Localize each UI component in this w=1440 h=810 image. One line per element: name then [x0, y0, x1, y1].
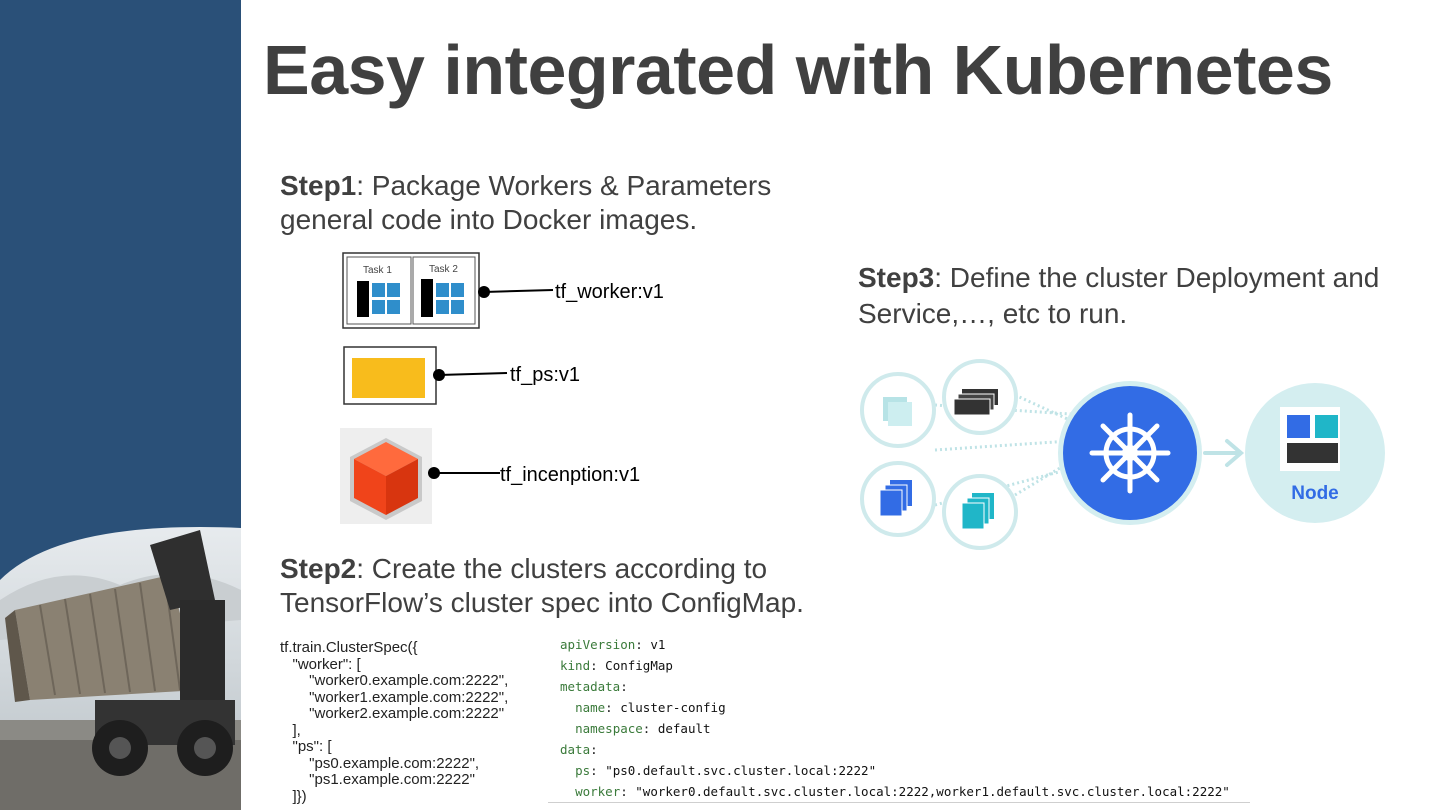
step2-label: Step2: [280, 553, 357, 584]
step3-description: : Define the cluster Deployment and Serv…: [858, 262, 1380, 329]
yaml-line: ps: "ps0.default.svc.cluster.local:2222": [575, 763, 877, 778]
worker-image-label: tf_worker:v1: [555, 281, 664, 303]
step1-description: : Package Workers & Parameters general c…: [280, 170, 772, 235]
yaml-line: data:: [560, 742, 598, 757]
divider: [548, 802, 1250, 803]
task1-label: Task 1: [363, 265, 392, 276]
step3-text: Step3: Define the cluster Deployment and…: [858, 260, 1418, 332]
step1-label: Step1: [280, 170, 357, 201]
code-line: tf.train.ClusterSpec({: [280, 639, 418, 656]
container-loader-photo: [0, 527, 241, 810]
step1-text: Step1: Package Workers & Parameters gene…: [280, 169, 840, 237]
yaml-line: apiVersion: v1: [560, 637, 666, 652]
inception-image-label: tf_incenption:v1: [500, 464, 640, 486]
code-line: ]}): [280, 787, 307, 805]
task1-box: [346, 256, 412, 325]
code-line: "worker2.example.com:2222": [280, 705, 505, 722]
code-line: "ps0.example.com:2222",: [280, 754, 480, 772]
task2-label: Task 2: [429, 264, 458, 275]
ps-image-label: tf_ps:v1: [510, 364, 580, 386]
cluster-spec-code: tf.train.ClusterSpec({ "worker": [ "work…: [280, 639, 509, 805]
code-line: "worker0.example.com:2222",: [280, 672, 509, 689]
task2-box: [412, 256, 476, 325]
code-line: "ps": [: [280, 738, 332, 755]
yaml-line: namespace: default: [575, 721, 711, 736]
step2-description: : Create the clusters according to Tenso…: [280, 553, 804, 618]
node-label: Node: [1291, 483, 1339, 504]
docker-images-diagram: Task 1 Task 2 tf_worker:v1 tf_ps:v1 tf_i…: [340, 252, 664, 524]
configmap-yaml: apiVersion: v1 kind: ConfigMap metadata: n…: [560, 634, 1230, 802]
slide-title: Easy integrated with Kubernetes: [263, 31, 1333, 109]
yaml-line: worker: "worker0.default.svc.cluster.loc…: [575, 784, 1230, 799]
yaml-line: name: cluster-config: [575, 700, 726, 715]
code-line: "worker1.example.com:2222",: [280, 688, 509, 706]
code-line: ],: [280, 721, 301, 739]
kubernetes-deployment-diagram: Node: [860, 359, 1385, 550]
code-line: "ps1.example.com:2222": [280, 771, 475, 788]
step3-label: Step3: [858, 262, 935, 293]
step2-text: Step2: Create the clusters according to …: [280, 552, 840, 620]
yaml-line: kind: ConfigMap: [560, 658, 673, 673]
code-line: "worker": [: [280, 655, 361, 673]
yaml-line: metadata:: [560, 679, 628, 694]
